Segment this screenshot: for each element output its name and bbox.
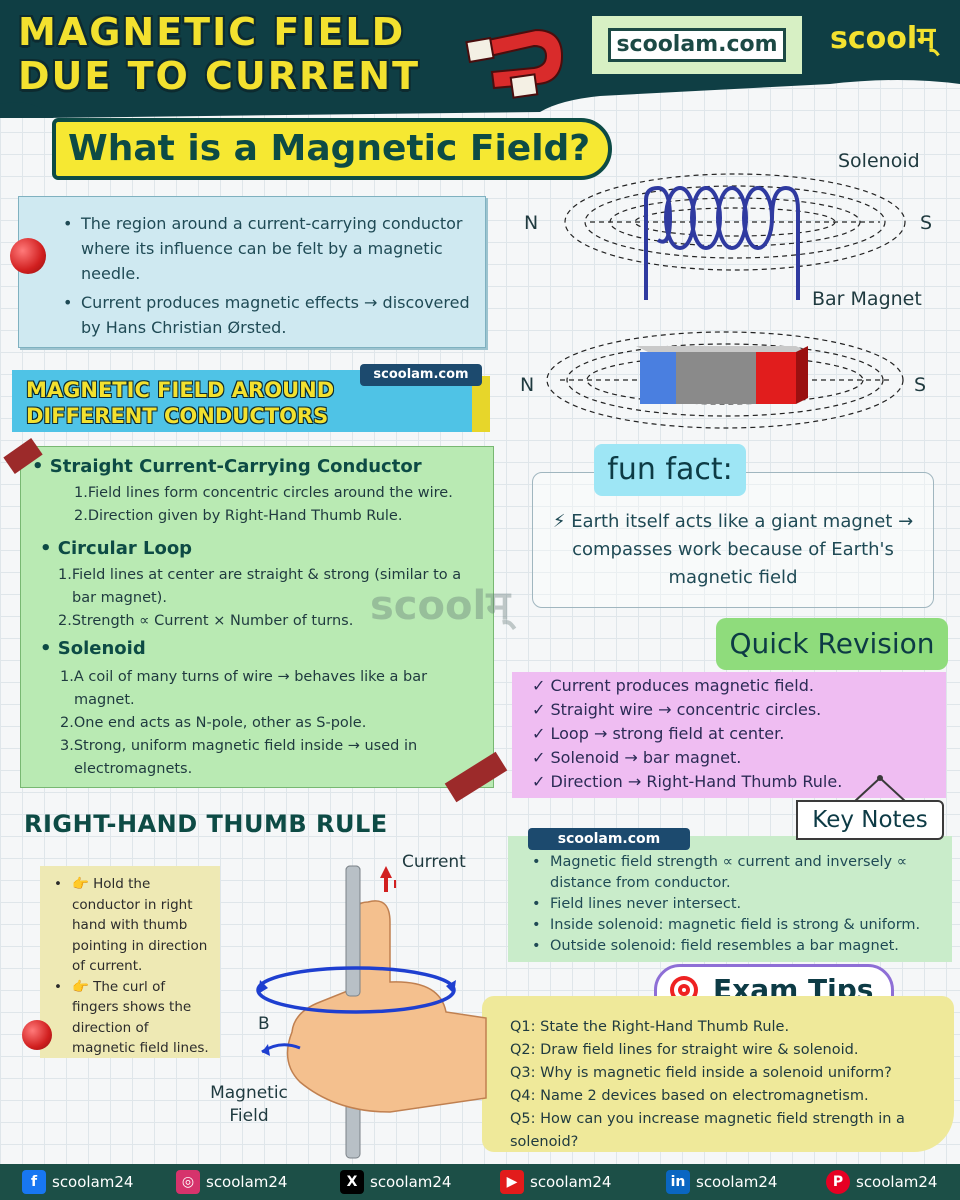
fun-fact-text: ⚡ Earth itself acts like a giant magnet … <box>552 511 914 588</box>
x-icon: X <box>340 1170 364 1194</box>
key-notes-site-label: scoolam.com <box>528 828 690 850</box>
site-badge[interactable]: scoolam.com <box>608 28 786 62</box>
straight-conductor-heading: Straight Current-Carrying Conductor <box>32 456 422 477</box>
page-title-line2: DUE TO CURRENT <box>18 54 420 98</box>
list-item: 1.Field lines at center are straight & s… <box>58 567 462 606</box>
list-item: Magnetic field strength ∝ current and in… <box>528 852 948 894</box>
list-item: 👉 The curl of fingers shows the directio… <box>50 977 214 1059</box>
list-item: 3.Strong, uniform magnetic field inside … <box>60 738 418 777</box>
list-item: Loop → strong field at center. <box>532 722 842 746</box>
conductors-site-label: scoolam.com <box>360 364 482 386</box>
bar-magnet-label: Bar Magnet <box>812 288 922 310</box>
what-is-title: What is a Magnetic Field? <box>68 128 591 169</box>
north-label: N <box>520 374 535 396</box>
instagram-icon: ◎ <box>176 1170 200 1194</box>
bar-magnet-diagram <box>546 331 904 429</box>
facebook-icon: f <box>22 1170 46 1194</box>
list-item: Q5: How can you increase magnetic field … <box>510 1111 905 1150</box>
rhr-title: RIGHT-HAND THUMB RULE <box>24 810 388 838</box>
pushpin-icon <box>22 1020 52 1050</box>
pushpin-icon <box>10 238 46 274</box>
section-title-pill <box>52 118 612 180</box>
current-symbol: I <box>393 878 398 891</box>
key-notes-title: Key Notes <box>796 800 944 840</box>
list-item: Q2: Draw field lines for straight wire &… <box>510 1042 859 1058</box>
key-notes-list: Magnetic field strength ∝ current and in… <box>528 852 948 957</box>
fun-fact-tag: fun fact: <box>594 444 746 496</box>
brand-logo: scoolम् <box>830 21 936 56</box>
exam-tips-list: Q1: State the Right-Hand Thumb Rule. Q2:… <box>510 1016 950 1154</box>
list-item: 1.A coil of many turns of wire → behaves… <box>60 669 428 708</box>
list-item: Q1: State the Right-Hand Thumb Rule. <box>510 1019 790 1035</box>
list-item: Field lines never intersect. <box>528 894 948 915</box>
circular-loop-heading: Circular Loop <box>40 538 192 559</box>
solenoid-heading: Solenoid <box>40 638 146 659</box>
list-item: 2.Strength ∝ Current × Number of turns. <box>58 613 354 629</box>
hanging-string-icon <box>853 775 907 803</box>
list-item: Straight wire → concentric circles. <box>532 698 842 722</box>
solenoid-diagram <box>564 173 906 300</box>
conductors-box <box>20 446 494 788</box>
definition-point: The region around a current-carrying con… <box>59 211 479 286</box>
youtube-link[interactable]: ▶scoolam24 <box>500 1170 611 1194</box>
definition-box: The region around a current-carrying con… <box>18 196 486 348</box>
list-item: 1.Field lines form concentric circles ar… <box>74 485 453 501</box>
straight-conductor-list: 1.Field lines form concentric circles ar… <box>70 482 490 528</box>
quick-revision-list: Current produces magnetic field. Straigh… <box>532 674 843 794</box>
list-item: Current produces magnetic field. <box>532 674 842 698</box>
list-item: 2.Direction given by Right-Hand Thumb Ru… <box>74 508 403 524</box>
linkedin-icon: in <box>666 1170 690 1194</box>
solenoid-label: Solenoid <box>838 150 920 172</box>
right-hand-diagram <box>256 865 487 1159</box>
instagram-link[interactable]: ◎scoolam24 <box>176 1170 287 1194</box>
list-item: Outside solenoid: field resembles a bar … <box>528 936 948 957</box>
circular-loop-list: 1.Field lines at center are straight & s… <box>54 564 474 633</box>
rhr-note-list: 👉 Hold the conductor in right hand with … <box>50 874 214 1059</box>
list-item: 2.One end acts as N-pole, other as S-pol… <box>60 715 367 731</box>
current-label: Current <box>402 852 466 872</box>
list-item: Q4: Name 2 devices based on electromagne… <box>510 1088 869 1104</box>
list-item: Q3: Why is magnetic field inside a solen… <box>510 1065 892 1081</box>
quick-revision-title: Quick Revision <box>716 618 948 670</box>
list-item: Direction → Right-Hand Thumb Rule. <box>532 770 843 794</box>
list-item: 👉 Hold the conductor in right hand with … <box>50 874 214 977</box>
field-b-label: B <box>258 1014 270 1034</box>
banner-edge <box>472 376 490 432</box>
horseshoe-magnet-icon <box>465 28 564 99</box>
south-label: S <box>920 212 933 234</box>
list-item: Solenoid → bar magnet. <box>532 746 842 770</box>
footer <box>0 1164 960 1200</box>
exam-tips-box <box>482 996 954 1152</box>
page-title-line1: MAGNETIC FIELD <box>18 10 406 54</box>
north-label: N <box>524 212 539 234</box>
youtube-icon: ▶ <box>500 1170 524 1194</box>
pinterest-icon: P <box>826 1170 850 1194</box>
south-label: S <box>914 374 927 396</box>
magnetic-field-label: Magnetic Field <box>210 1083 288 1126</box>
conductors-title-line2: DIFFERENT CONDUCTORS <box>26 404 329 428</box>
watermark: scoolम् <box>370 583 511 629</box>
definition-point: Current produces magnetic effects → disc… <box>59 290 479 340</box>
list-item: Inside solenoid: magnetic field is stron… <box>528 915 948 936</box>
conductors-title-line1: MAGNETIC FIELD AROUND <box>26 378 335 402</box>
solenoid-list: 1.A coil of many turns of wire → behaves… <box>56 666 476 781</box>
